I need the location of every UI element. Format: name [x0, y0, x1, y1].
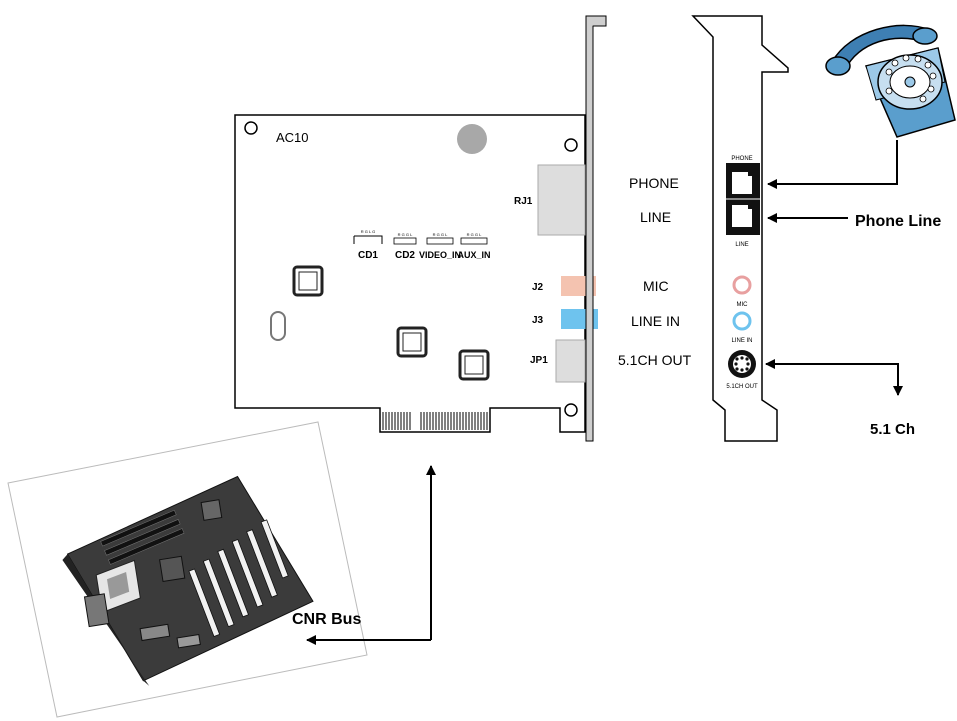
- svg-text:R G G L: R G G L: [433, 232, 448, 237]
- mount-hole-icon: [564, 403, 578, 417]
- jp1-label: JP1: [530, 355, 548, 366]
- edge-connector: [382, 412, 488, 430]
- line-in-jack-icon: [732, 311, 752, 331]
- bracket-line-in-label: LINE IN: [731, 338, 752, 344]
- jp1-connector: [555, 339, 586, 383]
- bracket-line-label: LINE: [735, 242, 748, 248]
- front-bracket: PHONE LINE MIC LINE IN 5.1CH OUT: [691, 15, 789, 442]
- svg-text:VIDEO_IN: VIDEO_IN: [419, 250, 461, 260]
- rj1-label: RJ1: [514, 196, 533, 207]
- line-in-port-label: LINE IN: [631, 313, 680, 329]
- arrows: [306, 140, 903, 645]
- chip-icon: [292, 265, 324, 297]
- 51ch-out-port-label: 5.1CH OUT: [618, 352, 692, 368]
- header-cd2: R G G L CD2: [393, 232, 417, 261]
- bracket-phone-label: PHONE: [731, 156, 752, 162]
- svg-text:R G L G: R G L G: [361, 229, 376, 234]
- mount-hole-icon: [244, 121, 258, 135]
- din-jack-icon: [728, 350, 756, 378]
- chip-icon: [396, 326, 428, 358]
- bracket-mic-label: MIC: [737, 302, 749, 308]
- crystal-icon: [270, 311, 286, 341]
- phone-port-label: PHONE: [629, 175, 679, 191]
- svg-text:CD1: CD1: [358, 250, 378, 261]
- svg-text:R G G L: R G G L: [398, 232, 413, 237]
- mount-hole-icon: [564, 138, 578, 152]
- svg-text:R G G L: R G G L: [467, 232, 482, 237]
- rj-jack-icon: [726, 163, 760, 235]
- card-bracket-side: [585, 15, 607, 442]
- bracket-51ch-out-label: 5.1CH OUT: [726, 384, 758, 390]
- header-aux-in: R G G L AUX_IN: [457, 232, 490, 260]
- rj1-connector: [537, 164, 586, 236]
- mic-jack-icon: [732, 275, 752, 295]
- chip-icon: [458, 349, 490, 381]
- header-cd1: R G L G CD1: [353, 229, 383, 261]
- j3-label: J3: [532, 315, 544, 326]
- mic-port-label: MIC: [643, 278, 669, 294]
- line-port-label: LINE: [640, 209, 671, 225]
- card-model-label: AC10: [276, 130, 309, 145]
- 51ch-callout: 5.1 Ch: [870, 421, 915, 438]
- pcb-card: AC10 R G L G CD1 R G G L CD2 R G G L VID…: [234, 114, 598, 433]
- motherboard-photo: [7, 421, 368, 718]
- phone-line-callout: Phone Line: [855, 213, 941, 230]
- cnr-bus-callout: CNR Bus: [292, 611, 361, 628]
- capacitor-icon: [457, 124, 487, 154]
- telephone-icon: [825, 24, 956, 138]
- header-video-in: R G G L VIDEO_IN: [419, 232, 461, 260]
- j2-label: J2: [532, 282, 544, 293]
- svg-text:CD2: CD2: [395, 250, 415, 261]
- svg-text:AUX_IN: AUX_IN: [457, 250, 490, 260]
